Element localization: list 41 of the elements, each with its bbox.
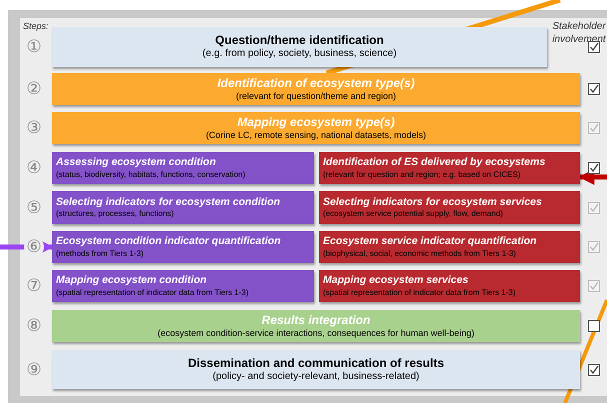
step-description: (structures, processes, functions) — [56, 209, 174, 220]
step-description: (methods from Tiers 1-3) — [56, 248, 144, 259]
step-title: Selecting indicators for ecosystem services — [323, 196, 542, 210]
step-title: Ecosystem condition indicator quantification — [56, 235, 281, 249]
step-box — [52, 112, 580, 144]
step-title: Identification of ES delivered by ecosystems — [323, 156, 546, 170]
service-step-box — [319, 191, 580, 224]
step-title: Dissemination and communication of results — [188, 356, 444, 371]
step-description: (ecosystem service potential supply, flow, demand) — [323, 209, 503, 220]
condition-step-box — [52, 152, 314, 184]
service-step-box — [319, 152, 580, 184]
step-description: (spatial representation of indicator data from Tiers 1-3) — [323, 288, 516, 298]
step-title: Assessing ecosystem condition — [56, 156, 216, 170]
step-title: Question/theme identification — [215, 33, 384, 48]
step-description: (relevant for question/theme and region) — [236, 90, 396, 102]
condition-step-box — [52, 191, 314, 224]
step-title: Identification of ecosystem type(s) — [217, 76, 415, 91]
steps-heading: Steps: — [23, 20, 49, 33]
step-description: (ecosystem condition-service interactions, consequences for human well-being) — [158, 328, 474, 340]
step-box — [52, 27, 547, 67]
step-title: Mapping ecosystem services — [323, 274, 468, 288]
step-box — [52, 310, 580, 342]
step-description: (relevant for question and region; e.g. based on CICES) — [323, 170, 520, 180]
condition-step-box — [52, 270, 314, 302]
step-title: Mapping ecosystem condition — [56, 274, 207, 288]
step-description: (Corine LC, remote sensing, national datasets, models) — [206, 130, 426, 142]
condition-step-box — [52, 231, 314, 263]
column-heading: Stakeholder involvement — [551, 20, 607, 46]
step-description: (spatial representation of indicator data from Tiers 1-3) — [56, 288, 249, 298]
service-step-box — [319, 231, 580, 263]
step-description: (e.g. from policy, society, business, science) — [202, 48, 397, 61]
step-title: Selecting indicators for ecosystem condition — [56, 196, 280, 210]
step-description: (biophysical, social, economic methods from Tiers 1-3) — [323, 248, 516, 259]
step-box — [52, 350, 580, 389]
service-step-box — [319, 270, 580, 302]
step-title: Ecosystem service indicator quantification — [323, 235, 537, 249]
step-description: (status, biodiversity, habitats, functions, conservation) — [56, 170, 246, 180]
step-title: Mapping ecosystem type(s) — [237, 114, 395, 130]
step-description: (policy- and society-relevant, business-related) — [212, 370, 420, 384]
step-title: Results integration — [262, 312, 370, 328]
step-box — [52, 73, 580, 105]
